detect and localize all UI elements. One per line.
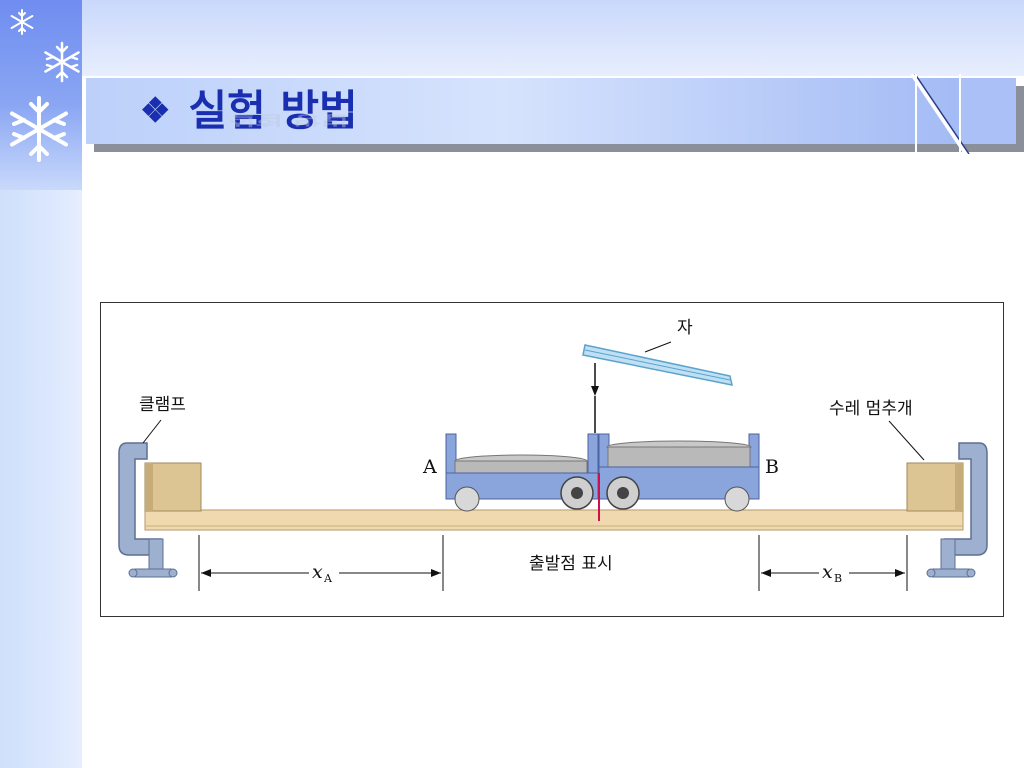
snowflake-icon: [44, 41, 80, 83]
cart-stopper-label: 수레 멈추개: [829, 399, 913, 419]
snowflake-icon: [10, 9, 34, 35]
title-bar-decoration: [910, 74, 1016, 154]
xb-subscript: B: [834, 572, 842, 585]
right-clamp: [926, 442, 988, 578]
header-band: [82, 0, 1024, 76]
ruler-pointer: [644, 341, 672, 353]
right-stopper-block: [906, 462, 964, 512]
cart-b: [598, 433, 760, 512]
title-bullet-icon: ❖: [140, 91, 171, 131]
left-clamp: [118, 442, 178, 578]
xb-dimension: [761, 569, 905, 577]
cart-a-label: A: [422, 456, 437, 478]
cart-a: [445, 433, 599, 512]
clamp-label: 클램프: [139, 395, 186, 415]
xa-label: x: [312, 561, 323, 583]
slide-title: ❖ 실험 방법: [140, 80, 358, 142]
start-mark-label: 출발점 표시: [529, 554, 613, 574]
experiment-figure: 자 클램프 수레 멈추개 A B 출발점 표시 x A x B: [100, 302, 1004, 617]
experiment-diagram: 자 클램프 수레 멈추개 A B 출발점 표시 x A x B: [118, 318, 988, 591]
snowflake-icon: [10, 96, 68, 162]
track: [144, 509, 964, 531]
xa-subscript: A: [323, 572, 333, 585]
xb-label: x: [822, 561, 833, 583]
xa-dimension: [201, 569, 441, 577]
ruler-label: 자: [677, 318, 693, 338]
left-stopper-block: [144, 462, 202, 512]
slide-title-text: 실험 방법: [188, 86, 358, 135]
clamp-pointer: [142, 419, 162, 444]
cart-b-label: B: [765, 456, 779, 478]
ruler: [582, 344, 733, 386]
stopper-pointer: [888, 420, 925, 461]
title-bar: [86, 78, 1016, 144]
slide-title-reflection: 실험 방법: [228, 111, 349, 128]
